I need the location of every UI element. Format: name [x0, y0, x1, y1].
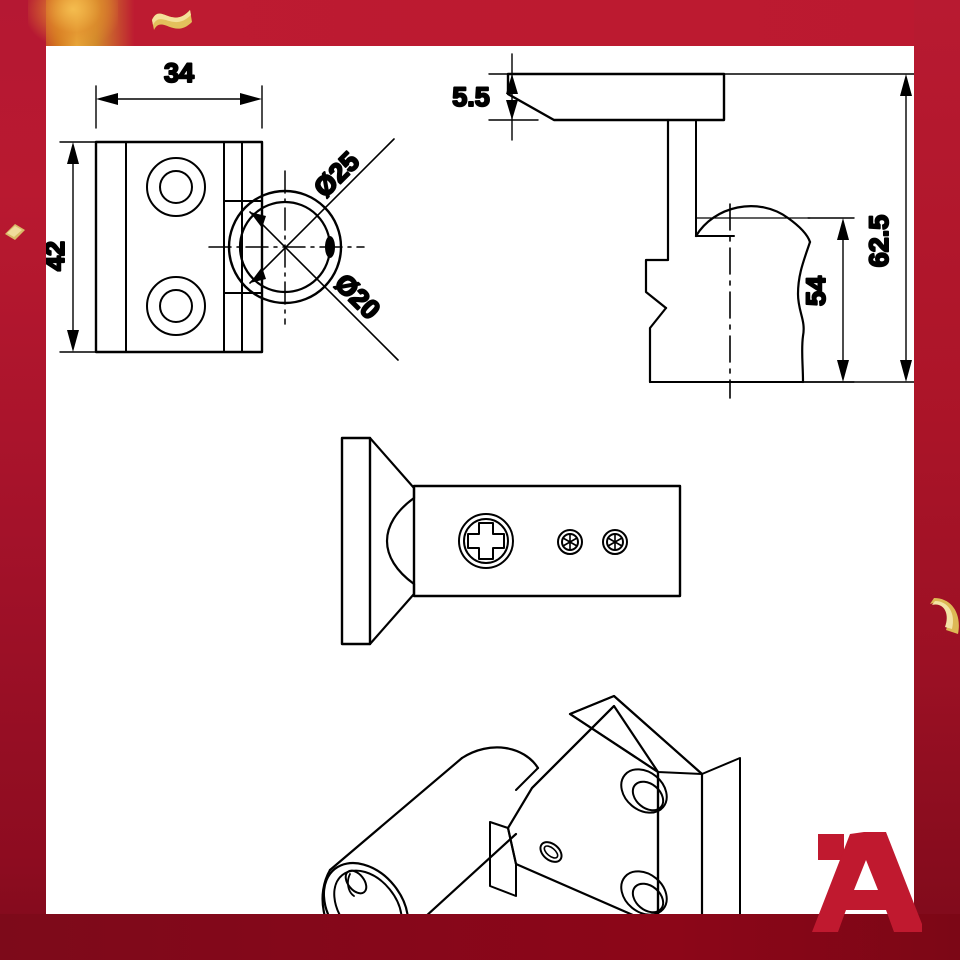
front-view-clamp-plate [59, 85, 399, 361]
frame-border-top [0, 0, 960, 46]
frame-border-right [914, 0, 960, 960]
drawing-canvas: 34 42 Ø25 Ø20 [46, 46, 914, 914]
gold-ribbon-right-confetti [930, 598, 959, 634]
dimension-height-42-label: 42 [46, 241, 70, 271]
frame-border-left [0, 0, 46, 960]
gold-ribbon-top-confetti [152, 10, 192, 30]
gold-chip-left-confetti [5, 224, 25, 240]
side-view-profile [488, 53, 914, 399]
technical-drawing-svg: 34 42 Ø25 Ø20 [46, 53, 914, 914]
top-view-bracket [340, 436, 682, 646]
dimension-width-34-label: 34 [164, 58, 194, 88]
dimension-diameter-25-label: Ø25 [308, 146, 365, 203]
isometric-view-bracket [321, 694, 741, 914]
gold-glow-top-left [28, 0, 118, 46]
dimension-diameter-20-label: Ø20 [329, 268, 386, 325]
dimension-height-54-label: 54 [801, 276, 831, 306]
frame-border-bottom [0, 914, 960, 960]
dimension-height-62-5-label: 62.5 [864, 215, 894, 268]
dimension-thickness-5-5-label: 5.5 [452, 82, 490, 112]
